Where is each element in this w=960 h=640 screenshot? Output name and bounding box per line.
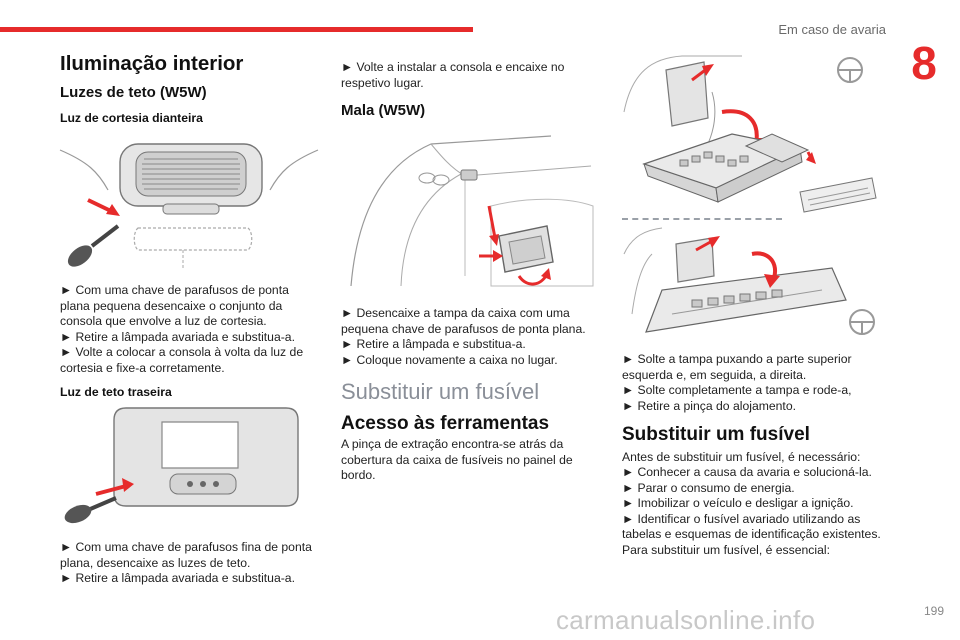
boot-step-1: ► Desencaixe a tampa da caixa com uma pe… [341, 306, 586, 336]
fuse-outro: Para substituir um fusível, é essencial: [622, 542, 830, 557]
front-step-1: ► Com uma chave de parafusos de ponta pl… [60, 283, 289, 328]
header-accent-bar [0, 27, 473, 32]
fuse-step-2: ► Parar o consumo de energia. [622, 480, 795, 495]
label-front-courtesy-light: Luz de cortesia dianteira [60, 111, 203, 125]
front-light-steps: ► Com uma chave de parafusos de ponta pl… [60, 283, 322, 401]
tools-text: A pinça de extração encontra-se atrás da… [341, 437, 573, 482]
rear-light-steps: ► Com uma chave de parafusos fina de pon… [60, 540, 322, 587]
boot-steps: ► Desencaixe a tampa da caixa com uma pe… [341, 306, 603, 484]
boot-light-illustration [341, 126, 603, 298]
fuse-intro: Antes de substituir um fusível, é necess… [622, 449, 861, 464]
fuse-step-1: ► Conhecer a causa da avaria e solucioná… [622, 465, 872, 479]
cover-step-3: ► Retire a pinça do alojamento. [622, 398, 796, 413]
fusebox-cover-illustration-bottom [622, 224, 884, 344]
reinstall-step: ► Volte a instalar a consola e encaixe n… [341, 60, 565, 90]
front-courtesy-light-illustration [58, 142, 320, 274]
section-heading-replace-fuse-grey: Substituir um fusível [341, 379, 540, 404]
front-step-3: ► Volte a colocar a consola à volta da l… [60, 345, 304, 375]
cover-step-1: ► Solte a tampa puxando a parte superior… [622, 352, 852, 382]
subheading-boot: Mala (W5W) [341, 102, 426, 119]
column-2-top: ► Volte a instalar a consola e encaixe n… [341, 60, 603, 119]
boot-step-2: ► Retire a lâmpada e substitua-a. [341, 337, 526, 351]
section-title: Em caso de avaria [778, 22, 886, 37]
column-3-text: ► Solte a tampa puxando a parte superior… [622, 352, 884, 558]
cover-step-2: ► Solte completamente a tampa e rode-a, [622, 383, 852, 397]
illustration-divider [622, 218, 782, 220]
fuse-step-3: ► Imobilizar o veículo e desligar a igni… [622, 496, 854, 510]
watermark: carmanualsonline.info [556, 605, 816, 635]
fusebox-cover-illustration-top [622, 52, 884, 216]
rear-ceiling-light-illustration [58, 402, 320, 528]
subheading-ceiling-lights: Luzes de teto (W5W) [60, 83, 207, 101]
column-1: Iluminação interior Luzes de teto (W5W) … [60, 52, 322, 127]
front-step-2: ► Retire a lâmpada avariada e substitua-… [60, 329, 295, 344]
page-number: 199 [923, 604, 944, 618]
heading-replace-fuse: Substituir um fusível [622, 424, 810, 445]
rear-step-1: ► Com uma chave de parafusos fina de pon… [60, 540, 312, 570]
boot-step-3: ► Coloque novamente a caixa no lugar. [341, 352, 558, 367]
chapter-number: 8 [911, 37, 937, 89]
heading-access-tools: Acesso às ferramentas [341, 412, 550, 434]
section-heading-interior-lighting: Iluminação interior [60, 52, 244, 75]
fuse-step-4: ► Identificar o fusível avariado utiliza… [622, 511, 881, 542]
label-rear-ceiling-light: Luz de teto traseira [60, 385, 172, 399]
rear-step-2: ► Retire a lâmpada avariada e substitua-… [60, 571, 295, 585]
